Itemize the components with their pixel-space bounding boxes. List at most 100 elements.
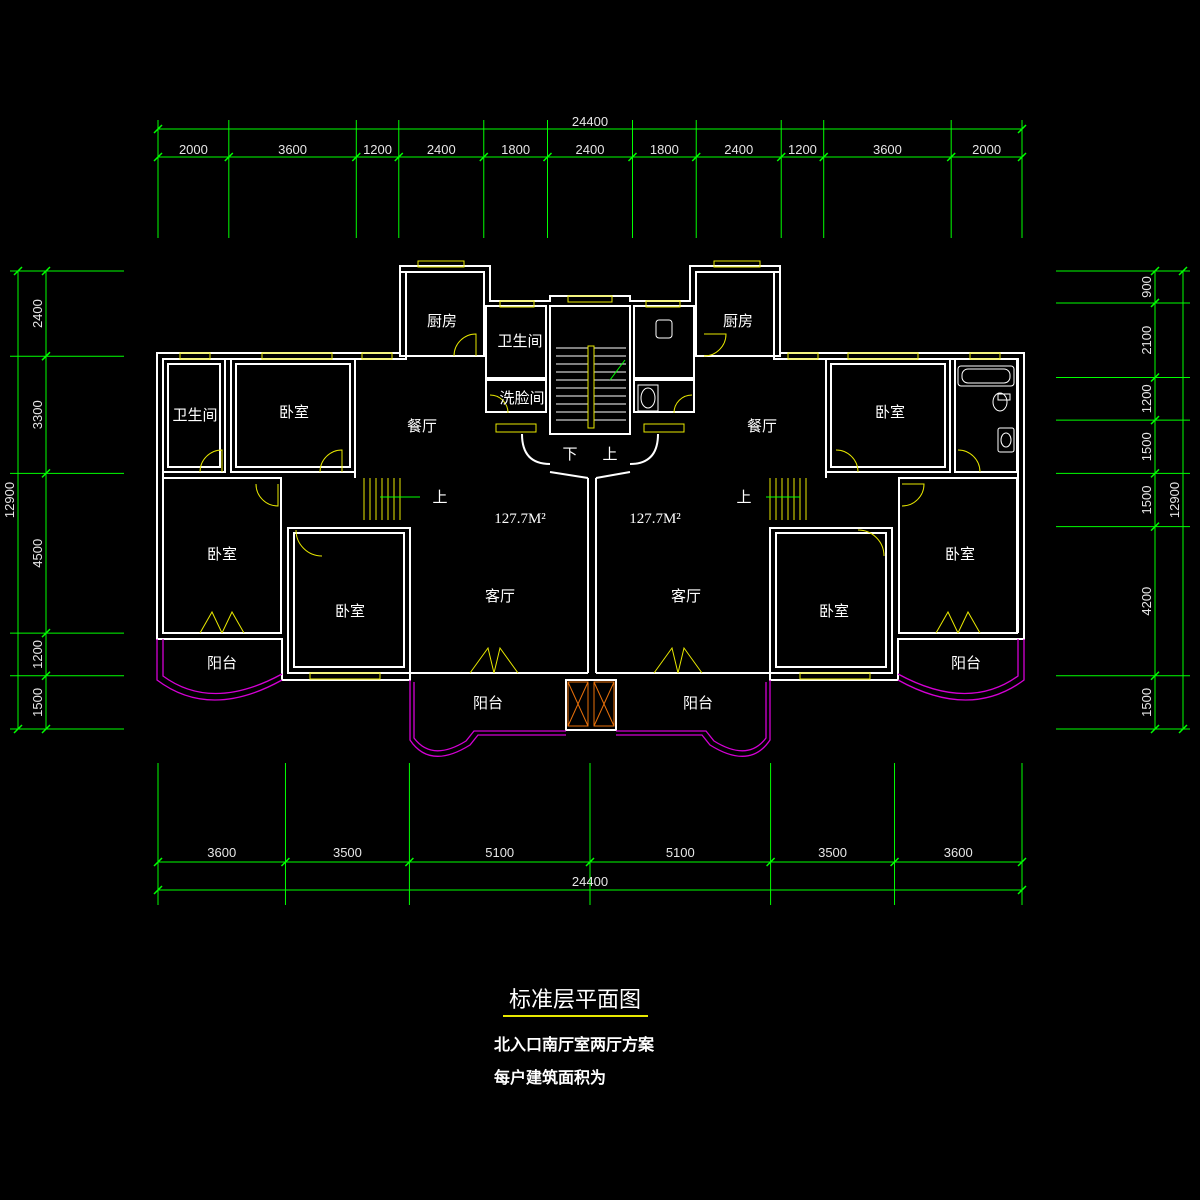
dimension-label: 3500 bbox=[333, 845, 362, 860]
dimension-label: 1200 bbox=[788, 142, 817, 157]
dimension-label: 2400 bbox=[30, 299, 45, 328]
dimension-label: 4500 bbox=[30, 539, 45, 568]
bedroom-mid-left-label: 卧室 bbox=[335, 602, 365, 620]
dimension-tick bbox=[1150, 522, 1160, 532]
bedroom-mid-right-label: 卧室 bbox=[819, 602, 849, 620]
dimension-tick bbox=[1017, 885, 1027, 895]
balcony-center-right-label: 阳台 bbox=[683, 694, 713, 712]
dimension-label: 1800 bbox=[501, 142, 530, 157]
dimension-tick bbox=[766, 857, 776, 867]
balconies bbox=[156, 639, 1025, 758]
dimension-label: 1200 bbox=[1139, 384, 1154, 413]
stair-up-right-label: 上 bbox=[736, 488, 751, 506]
dimension-tick bbox=[1017, 857, 1027, 867]
dimension-tick bbox=[889, 857, 900, 867]
fixtures bbox=[637, 319, 1015, 453]
bedroom-top-left-label: 卧室 bbox=[279, 403, 309, 421]
living-left-label: 客厅 bbox=[485, 587, 515, 605]
dining-right-label: 餐厅 bbox=[747, 417, 777, 435]
dimension-tick bbox=[1150, 298, 1160, 308]
dimension-tick bbox=[1150, 468, 1160, 478]
dimension-label: 2000 bbox=[179, 142, 208, 157]
dimension-tick bbox=[627, 152, 638, 162]
bathroom-left-label: 卫生间 bbox=[172, 406, 217, 424]
dimension-tick bbox=[153, 152, 163, 162]
dimension-label: 3500 bbox=[818, 845, 847, 860]
dimension-tick bbox=[776, 152, 786, 162]
walls bbox=[156, 265, 1025, 731]
bedroom-left-label: 卧室 bbox=[207, 545, 237, 563]
caption-line1: 北入口南厅室两厅方案 bbox=[494, 1035, 655, 1054]
dimension-tick bbox=[41, 671, 51, 681]
dimension-label: 1500 bbox=[1139, 688, 1154, 717]
top-dimensions: 24400 2000 3600 1200 2400 1800 2400 1800 2400 12… bbox=[153, 114, 1027, 238]
dimension-tick bbox=[1178, 266, 1188, 276]
dimension-tick bbox=[946, 152, 956, 162]
dimension-tick bbox=[13, 724, 23, 734]
doors bbox=[199, 333, 981, 674]
drawing-title: 标准层平面图 bbox=[509, 988, 641, 1013]
room-labels: 厨房 厨房 卫生间 洗脸间 卫生间 卧室 卧室 餐厅 餐厅 卧室 卧室 卧室 卧… bbox=[172, 312, 981, 712]
bathroom-center-left-label: 卫生间 bbox=[497, 332, 542, 350]
dining-left-label: 餐厅 bbox=[407, 417, 437, 435]
dimension-tick bbox=[41, 628, 51, 638]
balcony-left-label: 阳台 bbox=[207, 654, 237, 672]
dimension-tick bbox=[1017, 124, 1027, 134]
dimension-label: 5100 bbox=[666, 845, 695, 860]
top-total-dimension: 24400 bbox=[572, 114, 608, 129]
dimension-tick bbox=[691, 152, 701, 162]
dimension-label: 4200 bbox=[1139, 587, 1154, 616]
dimension-tick bbox=[404, 857, 414, 867]
dimension-label: 1200 bbox=[363, 142, 392, 157]
dimension-label: 1500 bbox=[1139, 486, 1154, 515]
dimension-tick bbox=[479, 152, 489, 162]
dimension-tick bbox=[41, 266, 51, 276]
stair-up-label: 上 bbox=[602, 445, 617, 463]
dimension-tick bbox=[1017, 152, 1027, 162]
dimension-label: 3600 bbox=[207, 845, 236, 860]
balcony-right-label: 阳台 bbox=[951, 654, 981, 672]
dimension-label: 2400 bbox=[427, 142, 456, 157]
bedroom-right-label: 卧室 bbox=[945, 545, 975, 563]
stairs bbox=[363, 345, 807, 520]
dimension-label: 2400 bbox=[724, 142, 753, 157]
dimension-tick bbox=[1178, 724, 1188, 734]
dimension-tick bbox=[41, 351, 51, 361]
dimension-tick bbox=[224, 152, 234, 162]
dimension-label: 5100 bbox=[485, 845, 514, 860]
right-total-dimension: 12900 bbox=[1167, 482, 1182, 518]
dimension-tick bbox=[13, 266, 23, 276]
caption-line2: 每户建筑面积为 bbox=[494, 1068, 606, 1087]
dimension-label: 1500 bbox=[30, 688, 45, 717]
dimension-label: 3600 bbox=[278, 142, 307, 157]
dimension-tick bbox=[585, 857, 595, 867]
caption: 标准层平面图 北入口南厅室两厅方案 每户建筑面积为 bbox=[494, 988, 655, 1087]
dimension-tick bbox=[1150, 266, 1160, 276]
left-total-dimension: 12900 bbox=[2, 482, 17, 518]
stair-up-left-label: 上 bbox=[432, 488, 447, 506]
dimension-tick bbox=[1150, 415, 1160, 425]
dimension-tick bbox=[542, 152, 553, 162]
washroom-label: 洗脸间 bbox=[499, 389, 544, 407]
dimension-tick bbox=[1150, 671, 1160, 681]
dimension-tick bbox=[351, 152, 361, 162]
dimension-label: 2100 bbox=[1139, 326, 1154, 355]
dimension-tick bbox=[394, 152, 404, 162]
dimension-label: 2400 bbox=[576, 142, 605, 157]
kitchen-right-label: 厨房 bbox=[723, 312, 753, 330]
bedroom-top-right-label: 卧室 bbox=[875, 403, 905, 421]
dimension-tick bbox=[280, 857, 291, 867]
dimension-tick bbox=[41, 468, 51, 478]
stair-handrail bbox=[587, 345, 595, 429]
dimension-label: 3600 bbox=[944, 845, 973, 860]
dimension-label: 1200 bbox=[30, 640, 45, 669]
dimension-tick bbox=[819, 152, 829, 162]
area-right-label: 127.7M² bbox=[629, 511, 681, 527]
dimension-label: 1800 bbox=[650, 142, 679, 157]
dimension-tick bbox=[41, 724, 51, 734]
windows bbox=[179, 260, 1001, 680]
